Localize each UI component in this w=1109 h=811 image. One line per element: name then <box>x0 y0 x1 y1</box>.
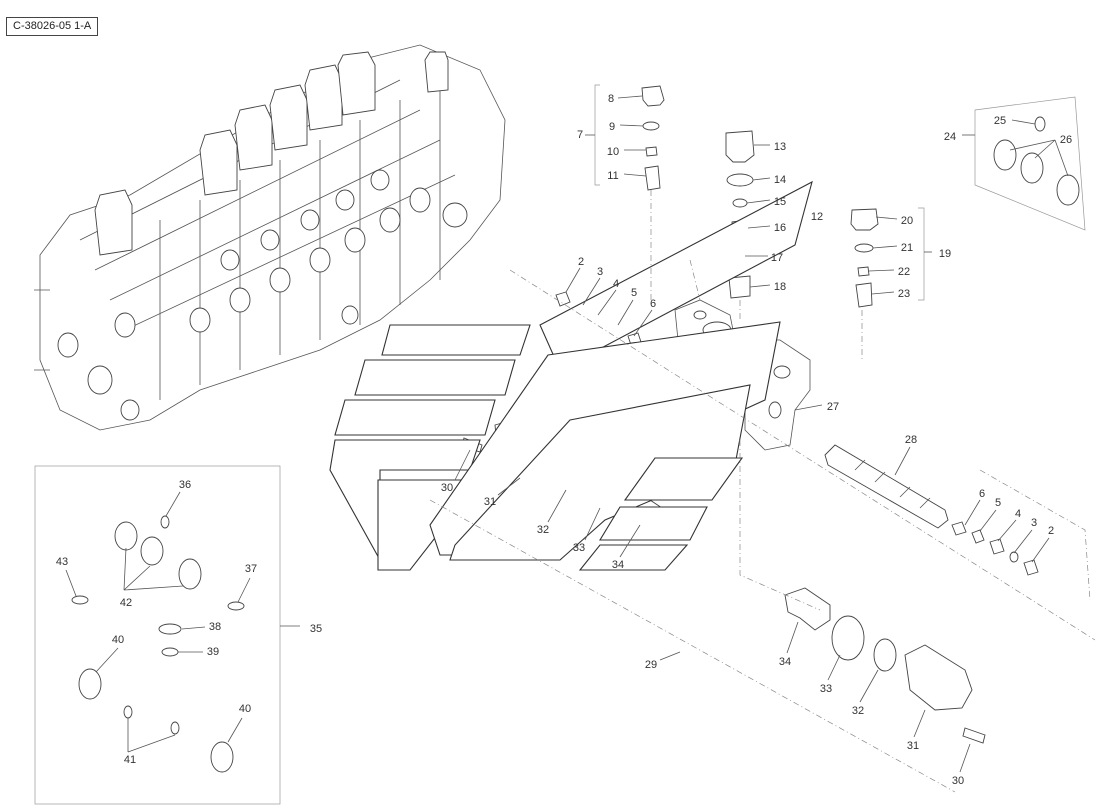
highlight-panels <box>329 180 813 571</box>
callout-c40: 33 <box>820 683 832 695</box>
callout-c31: 3 <box>1031 517 1037 529</box>
callout-c21: 22 <box>898 266 910 278</box>
callout-c14: 15 <box>774 196 786 208</box>
bracket-group-19 <box>918 207 925 301</box>
callout-c25: 26 <box>1060 134 1072 146</box>
spool <box>824 444 949 529</box>
bracket-group-7 <box>594 84 600 186</box>
callout-c6: 7 <box>577 129 583 141</box>
column-parts-13-18 <box>725 130 755 299</box>
callout-c19: 20 <box>901 215 913 227</box>
seal-kit-box-35 <box>34 465 281 805</box>
callout-c5: 6 <box>650 298 656 310</box>
callout-c52: 42 <box>120 597 132 609</box>
callout-c1: 2 <box>578 256 584 268</box>
callout-c41: 32 <box>852 705 864 717</box>
callout-c12: 13 <box>774 141 786 153</box>
right-small-parts <box>951 521 1039 576</box>
callout-c37: 33 <box>573 542 585 554</box>
callout-c44: 35 <box>310 623 322 635</box>
lower-cap-parts <box>784 587 986 744</box>
callout-c24: 25 <box>994 115 1006 127</box>
callout-c34: 30 <box>441 482 453 494</box>
callout-c3: 4 <box>613 278 619 290</box>
callout-c20: 21 <box>901 242 913 254</box>
callout-c23: 24 <box>944 131 956 143</box>
seal-kit-box-24 <box>974 96 1086 231</box>
callout-c29: 5 <box>995 497 1001 509</box>
callout-c27: 28 <box>905 434 917 446</box>
callout-c17: 18 <box>774 281 786 293</box>
callout-c13: 14 <box>774 174 786 186</box>
callout-c50: 40 <box>239 703 251 715</box>
callout-labels: 2345678910111213141516171819202122232425… <box>56 93 1072 787</box>
callout-c28: 6 <box>979 488 985 500</box>
callout-c42: 31 <box>907 740 919 752</box>
callout-c38: 34 <box>612 559 624 571</box>
callout-c35: 31 <box>484 496 496 508</box>
callout-c16: 17 <box>771 252 783 264</box>
callout-c49: 40 <box>112 634 124 646</box>
centerlines <box>429 190 1096 793</box>
valve-bank-assembly <box>34 44 506 431</box>
callout-c18: 19 <box>939 248 951 260</box>
callout-c51: 41 <box>124 754 136 766</box>
callout-c7: 8 <box>608 93 614 105</box>
callout-c10: 11 <box>607 170 618 182</box>
callout-c15: 16 <box>774 222 786 234</box>
callout-c32: 2 <box>1048 525 1054 537</box>
callout-c48: 39 <box>207 646 219 658</box>
leader-lines <box>65 95 1069 773</box>
reference-code-label: C-38026-05 1-A <box>6 17 99 36</box>
callout-c2: 3 <box>597 266 603 278</box>
callout-c46: 37 <box>245 563 257 575</box>
callout-c22: 23 <box>898 288 910 300</box>
callout-c9: 10 <box>607 146 619 158</box>
callout-c39: 34 <box>779 656 791 668</box>
callout-c26: 27 <box>827 401 839 413</box>
callout-c8: 9 <box>609 121 615 133</box>
callout-c53: 43 <box>56 556 68 568</box>
callout-c47: 38 <box>209 621 221 633</box>
callout-c33: 29 <box>645 659 657 671</box>
column-parts-20-23 <box>850 208 879 308</box>
callout-c43: 30 <box>952 775 964 787</box>
callout-c36: 32 <box>537 524 549 536</box>
callout-c45: 36 <box>179 479 191 491</box>
column-parts-8-11 <box>641 85 665 191</box>
callout-c11: 12 <box>811 211 823 223</box>
callout-c30: 4 <box>1015 508 1021 520</box>
callout-c4: 5 <box>631 287 637 299</box>
